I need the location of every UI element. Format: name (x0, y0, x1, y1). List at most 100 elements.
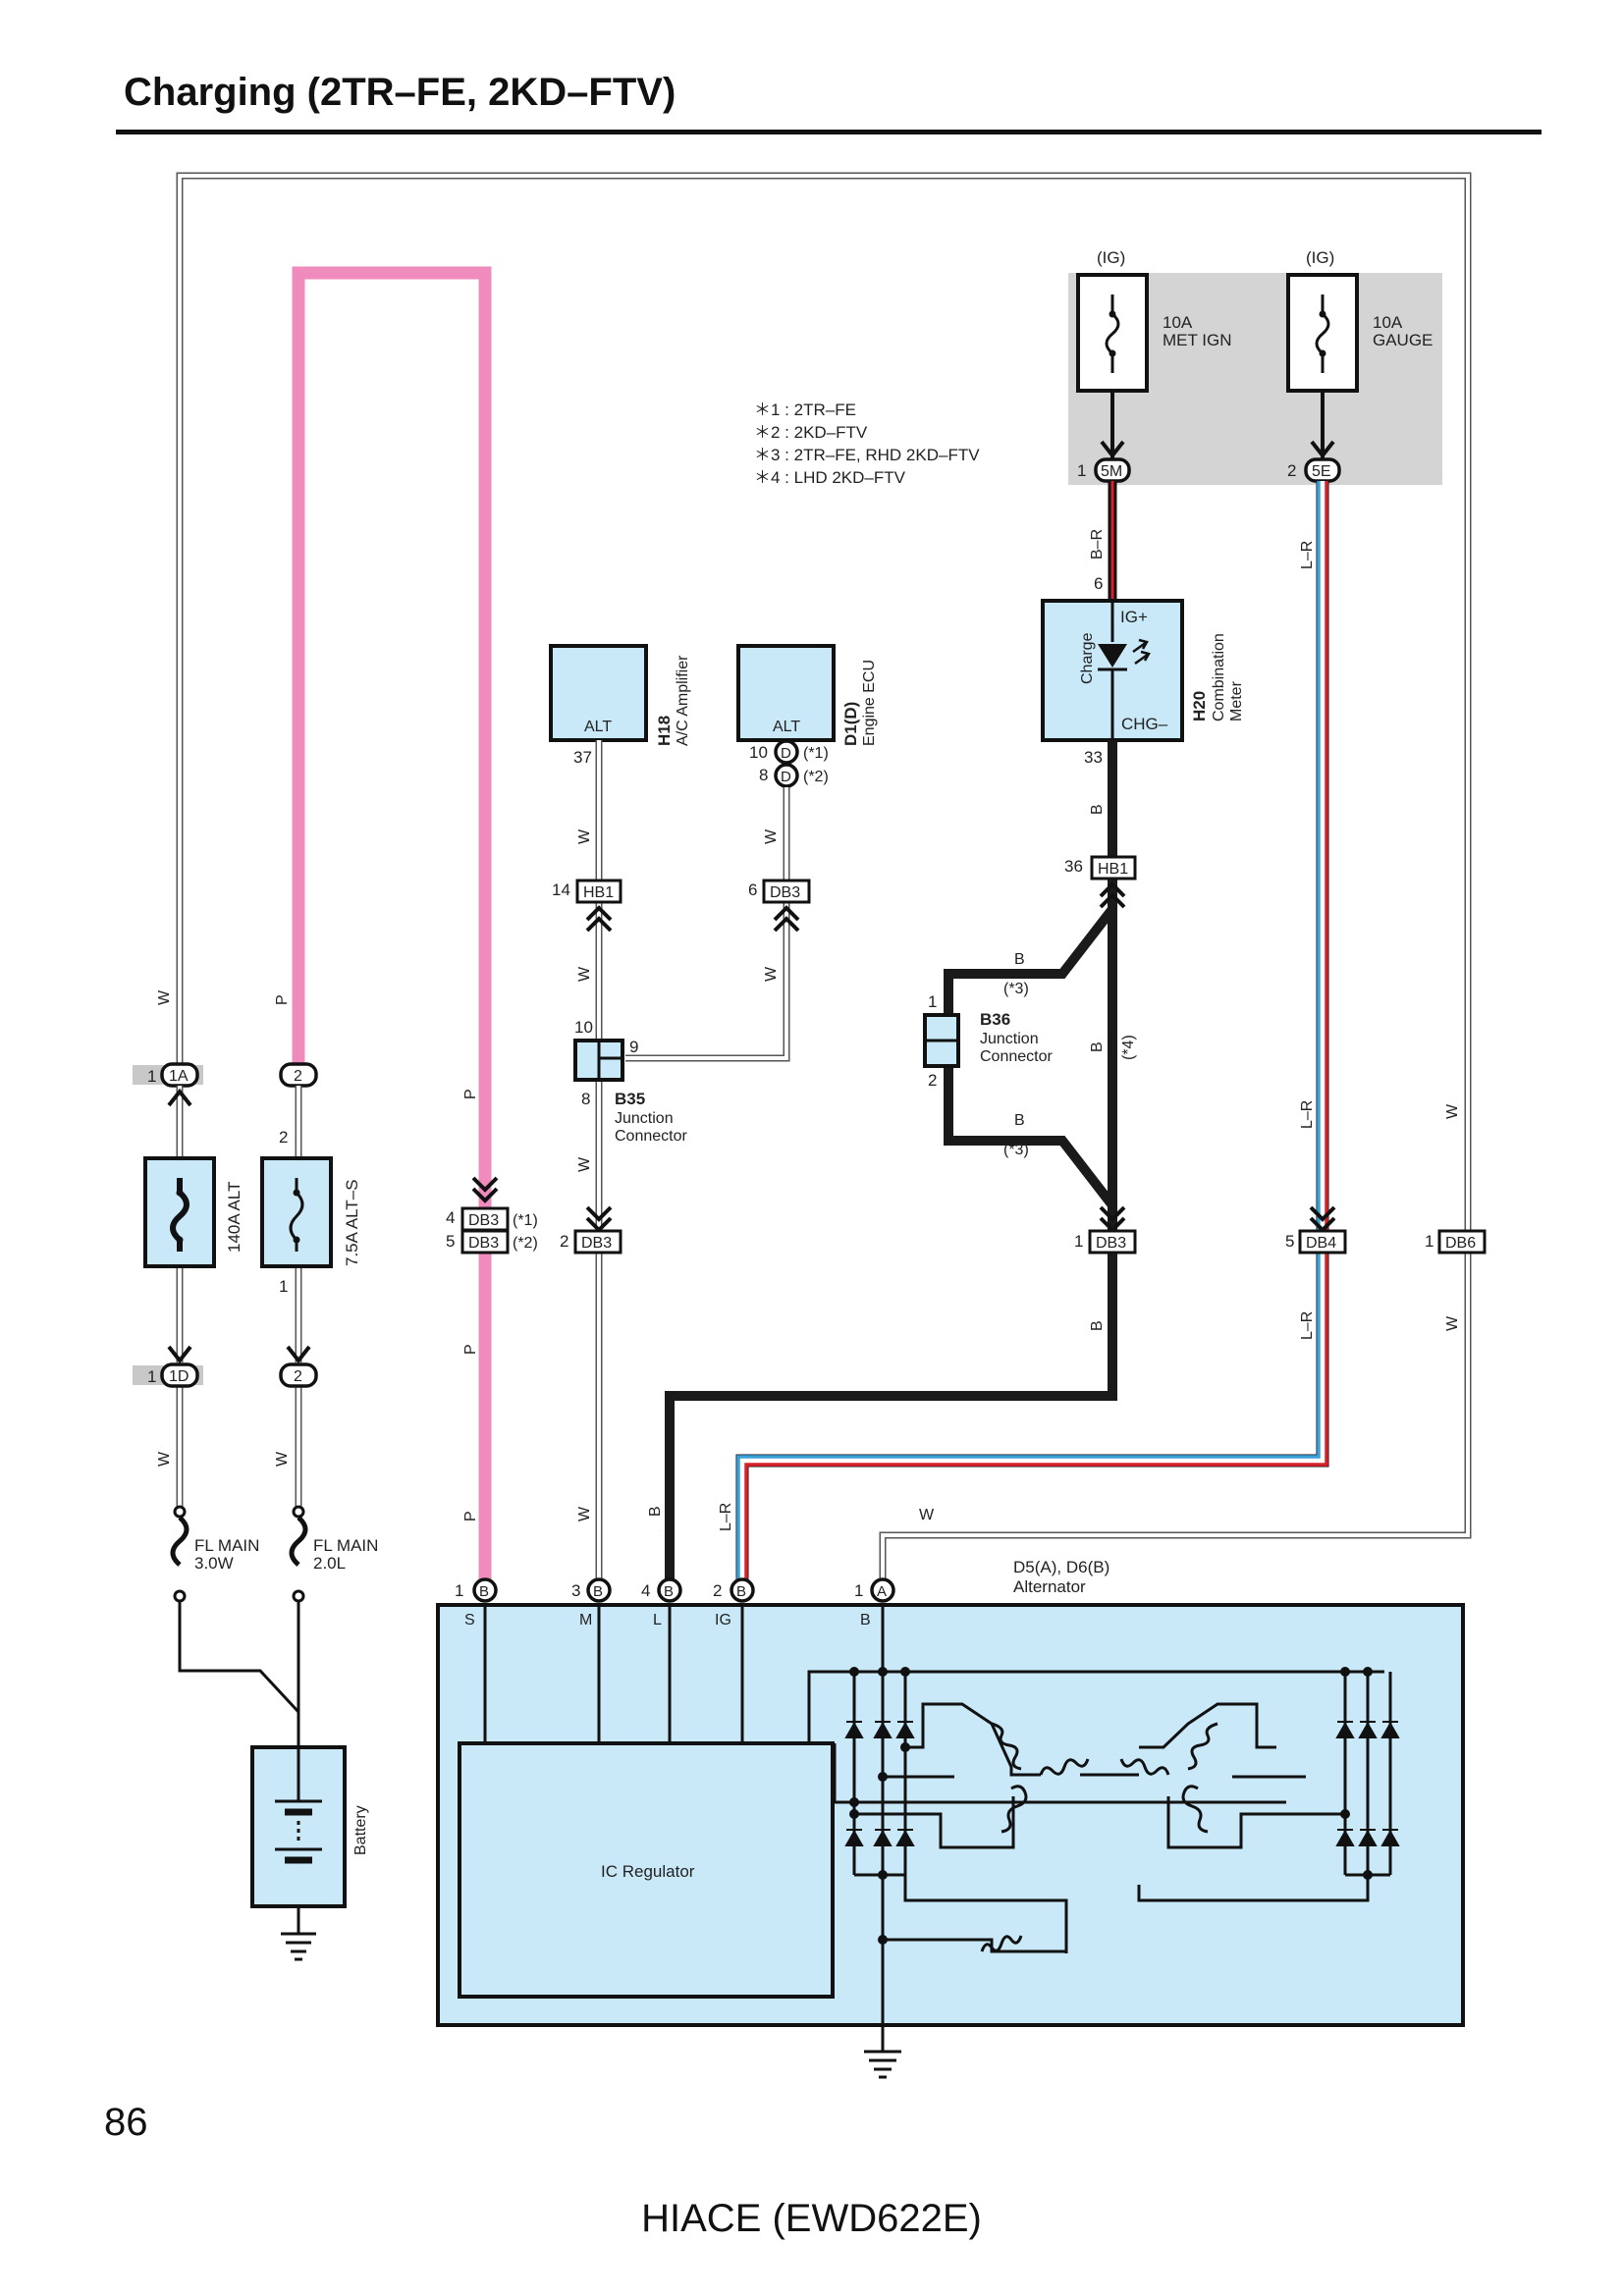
h20-chg: CHG– (1121, 715, 1168, 733)
d1-note-a: (*1) (803, 745, 829, 762)
h20-combination-meter (1041, 599, 1184, 742)
alt-pin-b-num: 1 (854, 1581, 863, 1600)
d1-terminal: ALT (773, 719, 800, 735)
conn-db3-2-name: DB3 (581, 1235, 612, 1252)
b35-pin-bottom: 8 (581, 1090, 590, 1108)
label-w-right-2: W (1444, 1315, 1461, 1331)
fuse-gauge-name: GAUGE (1373, 331, 1433, 349)
h20-id: H20 (1190, 691, 1209, 721)
fuse-gauge (1286, 273, 1359, 393)
label-w-d1-1: W (763, 828, 780, 844)
alt-pin-ig (730, 1577, 755, 1603)
conn-5e-name: 5E (1312, 463, 1331, 480)
conn-db3-5-box (460, 1229, 510, 1255)
arrow-5e (1310, 440, 1335, 459)
conn-hb1-14-box (575, 879, 622, 904)
h20-name2: Meter (1228, 680, 1245, 721)
fuse-met-ign-power: (IG) (1097, 248, 1125, 267)
alt-pin-s (472, 1577, 498, 1603)
conn-db3-5-note: (*2) (513, 1235, 538, 1252)
d1-conn-a (774, 739, 799, 765)
fuse-met-ign-amp: 10A (1163, 313, 1193, 332)
stator-coil-right (1119, 1722, 1218, 1834)
label-p-4: P (274, 994, 291, 1005)
diode-bridge-right (1335, 1667, 1400, 1880)
b36-name2: Connector (980, 1048, 1053, 1065)
wire-l-r (735, 481, 1329, 1582)
b36-junction-connector (923, 1013, 960, 1068)
conn-db3-5-pin: 5 (446, 1232, 455, 1251)
label-b-5: B (1089, 1320, 1106, 1331)
conn-hb1-36-box (1090, 855, 1137, 881)
alt-pin-s-num: 1 (455, 1581, 463, 1600)
alt-pin-l-num: 4 (641, 1581, 650, 1600)
label-w-right-1: W (1444, 1103, 1461, 1119)
conn-db4-name: DB4 (1306, 1235, 1336, 1252)
d1-name: Engine ECU (861, 660, 878, 746)
alt-pin-s-conn: B (479, 1583, 489, 1600)
conn-2-bottom-box (279, 1362, 318, 1388)
label-l-r-3: L–R (1299, 1311, 1316, 1340)
fuse-gauge-amp: 10A (1373, 313, 1403, 332)
conn-1d-pin: 1 (147, 1367, 156, 1386)
arrow-db3-6 (773, 905, 800, 933)
fuse-alt-s (260, 1156, 333, 1268)
alt-pin-b (870, 1577, 895, 1603)
d1-note-b: (*2) (803, 769, 829, 785)
conn-1a-name: 1A (169, 1068, 189, 1085)
h20-charge: Charge (1079, 632, 1096, 684)
b36-pin-top: 1 (928, 992, 937, 1011)
alt-pin-ig-num: 2 (713, 1581, 722, 1600)
h20-pin-in: 6 (1094, 574, 1103, 593)
ic-regulator (458, 1741, 835, 1999)
conn-1d-box (160, 1362, 199, 1388)
label-w-left-2: W (156, 1451, 173, 1467)
conn-db4-pin: 5 (1285, 1232, 1294, 1251)
note-4: ＊4 : LHD 2KD–FTV (754, 468, 906, 487)
alt-term-l: L (653, 1612, 662, 1629)
wire-p-pink (292, 266, 492, 1582)
b35-pin-right: 9 (629, 1038, 638, 1056)
h18-name: A/C Amplifier (675, 655, 691, 746)
ground-alternator (864, 2025, 901, 2079)
alternator-name: Alternator (1013, 1577, 1086, 1596)
alternator-id: D5(A), D6(B) (1013, 1558, 1109, 1576)
d1-conn-a-label: D (781, 745, 791, 762)
conn-5e-pin: 2 (1287, 461, 1296, 480)
conn-db6-name: DB6 (1445, 1235, 1476, 1252)
wire-w-left (176, 1086, 302, 1508)
arrow-db3-45 (471, 1176, 499, 1203)
battery-label: Battery (352, 1805, 369, 1855)
fl-main-30-label1: FL MAIN (194, 1536, 259, 1555)
note-3: ＊3 : 2TR–FE, RHD 2KD–FTV (754, 446, 980, 464)
h20-name1: Combination (1211, 633, 1227, 721)
alt-pin-m-conn: B (593, 1583, 603, 1600)
fuse-140a-alt (143, 1156, 216, 1268)
diode-bridge-left (844, 1667, 915, 1945)
ic-regulator-label: IC Regulator (601, 1862, 695, 1881)
arrow-1a (167, 1088, 192, 1107)
alt-pin-m (586, 1577, 612, 1603)
alt-pin-ig-conn: B (736, 1583, 746, 1600)
arrow-2-bottom (286, 1345, 311, 1364)
h20-pin-out: 33 (1084, 748, 1103, 767)
conn-db4-box (1298, 1229, 1347, 1255)
page-title: Charging (2TR–FE, 2KD–FTV) (124, 71, 676, 114)
alt-pin-b-conn: A (877, 1583, 887, 1600)
battery-feed-wires (178, 1601, 300, 1747)
label-l-r-1: L–R (1299, 541, 1316, 569)
label-b-r: B–R (1089, 529, 1106, 560)
fusible-link-20l (289, 1505, 308, 1603)
h18-pin: 37 (573, 748, 592, 767)
alt-term-m: M (579, 1612, 592, 1629)
label-w-h18-2: W (576, 966, 593, 982)
d1-pin-b: 8 (759, 766, 768, 784)
conn-5m-pin: 1 (1077, 461, 1086, 480)
alt-pin-m-num: 3 (571, 1581, 580, 1600)
conn-db3-6-box (762, 879, 811, 904)
alt-pin-l (657, 1577, 682, 1603)
label-w-h18-3: W (576, 1156, 593, 1172)
label-b-2: B (1014, 951, 1025, 968)
label-l-r-2: L–R (1299, 1100, 1316, 1129)
label-w-h18-4: W (576, 1506, 593, 1522)
